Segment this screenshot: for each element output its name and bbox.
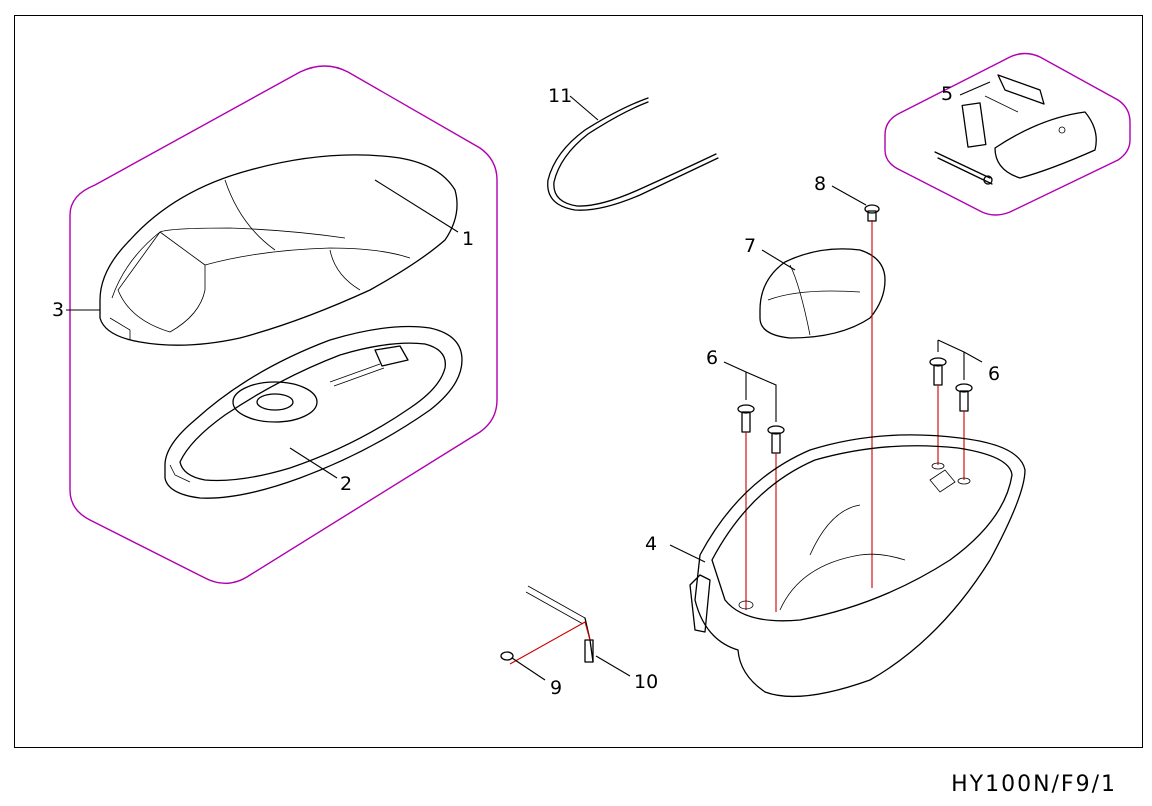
tool-kit-group-outline [884, 52, 1131, 216]
seat-base-part [164, 325, 463, 499]
callout-leaders [66, 81, 991, 681]
callout-9: 9 [550, 677, 562, 699]
callout-10: 10 [634, 671, 658, 693]
callout-3: 3 [52, 299, 64, 321]
callout-11: 11 [548, 85, 572, 107]
callout-2: 2 [340, 473, 352, 495]
rod-10-part [525, 585, 594, 663]
callout-6-right: 6 [988, 363, 1000, 385]
storage-box-part [689, 434, 1026, 698]
callout-8: 8 [814, 173, 826, 195]
drawing-code: HY100N/F9/1 [951, 772, 1117, 797]
tool-kit-part [934, 74, 1097, 185]
seat-group-outline [69, 65, 498, 584]
callout-6-left: 6 [706, 347, 718, 369]
screw-9-part [500, 651, 514, 661]
callout-5: 5 [941, 83, 953, 105]
bolts-6-left-part [737, 404, 785, 454]
callout-7: 7 [744, 235, 756, 257]
screw-8-part [864, 204, 880, 222]
callout-4: 4 [645, 533, 657, 555]
cover-part [759, 248, 886, 339]
seat-part [99, 154, 458, 346]
seal-strip-part [547, 97, 719, 211]
drawing-frame [14, 15, 1143, 748]
callout-1: 1 [462, 228, 474, 250]
bolts-6-right-part [929, 357, 973, 412]
